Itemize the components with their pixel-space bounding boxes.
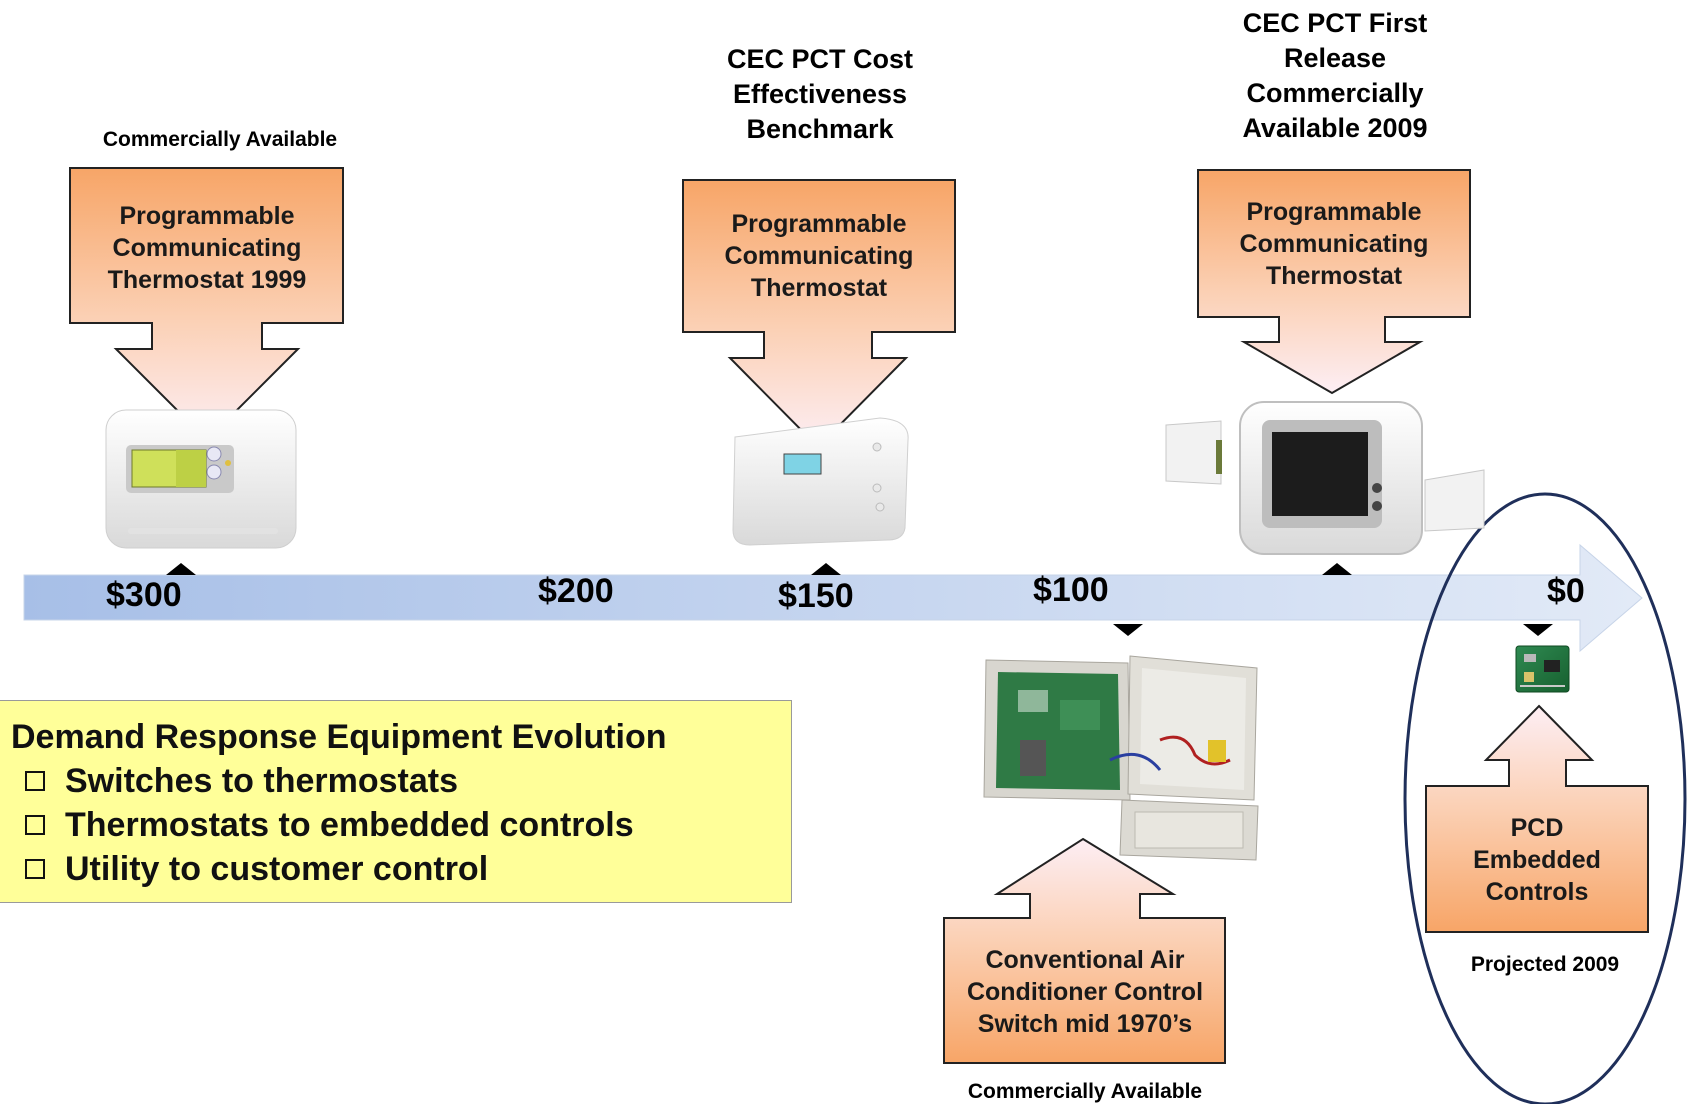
callout-pct-first-release [1197,169,1471,395]
pct-1999-label-line: Communicating [112,234,302,262]
summary-item-text: Utility to customer control [65,850,489,888]
tick-marker-100 [1113,624,1143,636]
pct-first-release-header-line: Available 2009 [1242,113,1428,143]
timeline-arrow [23,543,1643,653]
checkbox-bullet-icon [25,815,45,835]
thermostat-benchmark-image [732,417,909,546]
price-label-150: $150 [778,577,854,615]
price-label-300: $300 [106,576,182,614]
callout-pct-1999 [69,167,344,442]
summary-item: Switches to thermostats [11,759,791,803]
callout-pcd [1425,704,1649,933]
ac-switch-label-line: Conventional Air [985,946,1185,974]
tick-marker-0 [1523,624,1553,636]
pcd-label: PCD Embedded Controls [1427,812,1647,908]
callout-ac-switch [943,837,1226,1064]
pct-first-release-header-line: Commercially [1246,78,1424,108]
pct-benchmark-label-line: Thermostat [750,274,888,302]
thermostat-1999-image [105,409,297,549]
callout-pct-benchmark [682,179,956,449]
pct-benchmark-label-line: Programmable [731,210,907,238]
price-label-200: $200 [538,572,614,610]
checkbox-bullet-icon [25,859,45,879]
ac-switch-label-line: Switch mid 1970’s [977,1010,1193,1038]
pcd-label-line: PCD [1510,814,1564,842]
ac-switch-image [983,655,1259,861]
tick-marker-300 [166,563,196,575]
pct-benchmark-label: Programmable Communicating Thermostat [684,208,954,304]
pcd-label-line: Controls [1485,878,1589,906]
tick-marker-150 [811,563,841,575]
pct-first-release-label-line: Programmable [1246,198,1422,226]
summary-item: Thermostats to embedded controls [11,803,791,847]
pct-first-release-label-line: Communicating [1239,230,1429,258]
thermostat-first-release-image [1165,401,1485,555]
checkbox-bullet-icon [25,771,45,791]
pcd-board-image [1515,645,1570,693]
pcd-footer: Projected 2009 [1470,953,1620,976]
pct-1999-label: Programmable Communicating Thermostat 19… [72,200,342,296]
pct-first-release-header: CEC PCT First Release Commercially Avail… [1195,6,1475,146]
ac-switch-footer: Commercially Available [967,1080,1203,1103]
summary-item: Utility to customer control [11,847,791,891]
pct-benchmark-header-line: CEC PCT Cost [726,44,913,74]
summary-box: Demand Response Equipment Evolution Swit… [0,700,792,903]
ac-switch-label-line: Conditioner Control [966,978,1204,1006]
pct-benchmark-header-line: Effectiveness [732,79,908,109]
pcd-label-line: Embedded [1473,846,1601,874]
pct-benchmark-header: CEC PCT Cost Effectiveness Benchmark [680,42,960,147]
pct-1999-label-line: Programmable [119,202,295,230]
pct-1999-label-line: Thermostat 1999 [107,266,307,294]
summary-item-text: Switches to thermostats [65,762,458,800]
tick-marker-release [1322,563,1352,575]
price-label-100: $100 [1033,571,1109,609]
ac-switch-label: Conventional Air Conditioner Control Swi… [945,944,1225,1040]
pct-first-release-label-line: Thermostat [1265,262,1403,290]
price-label-0: $0 [1547,572,1585,610]
summary-title: Demand Response Equipment Evolution [11,718,667,756]
pct-first-release-header-line: CEC PCT First [1242,8,1428,38]
pct-first-release-label: Programmable Communicating Thermostat [1199,196,1469,292]
summary-item-text: Thermostats to embedded controls [65,806,634,844]
pct-1999-header: Commercially Available [102,128,338,151]
projected-ellipse [1403,492,1687,1104]
pct-benchmark-label-line: Communicating [724,242,914,270]
pct-benchmark-header-line: Benchmark [746,114,894,144]
pct-first-release-header-line: Release [1283,43,1387,73]
